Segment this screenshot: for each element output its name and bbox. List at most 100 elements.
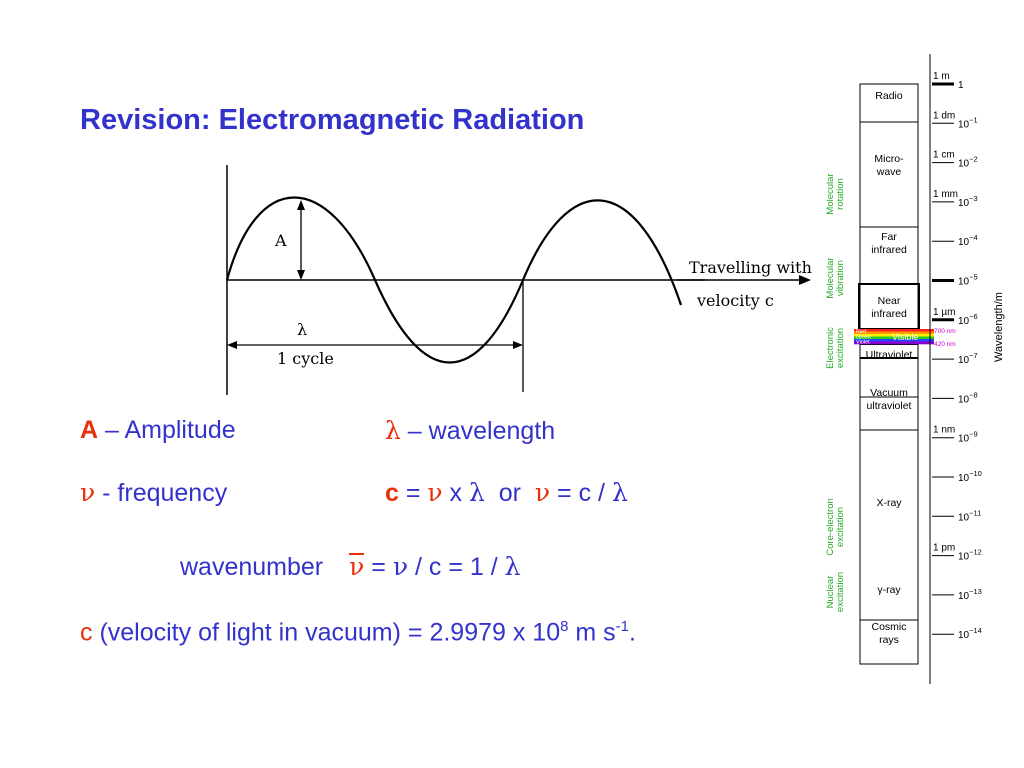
region-label: Cosmic — [871, 621, 906, 633]
region-label: rays — [879, 634, 899, 646]
axis-tick-label: 10−2 — [958, 155, 978, 170]
cycle-label: 1 cycle — [277, 349, 334, 368]
region-label: infrared — [871, 308, 907, 320]
transition-line-1: Electronic — [825, 327, 836, 369]
relation-lambda-1: λ — [469, 478, 485, 507]
axis-title: Wavelength/m — [993, 292, 1005, 362]
axis-tick-label: 10−4 — [958, 233, 978, 248]
visible-green-label: Green — [856, 335, 871, 341]
amplitude-arrowhead-bottom — [297, 270, 305, 280]
nm-700-label: 700 nm — [934, 328, 956, 335]
relation-text-3: = c / — [550, 479, 612, 507]
transition-line-2: vibration — [835, 260, 846, 296]
axis-tick-label: 10−7 — [958, 351, 978, 366]
speed-exponent: 8 — [560, 618, 569, 635]
amplitude-symbol: A — [80, 416, 99, 444]
wavenumber-definition: wavenumber ν = ν / c = 1 / λ — [180, 552, 520, 582]
spectrum-regions: RadioMicro-waveFarinfraredNearinfraredUl… — [858, 83, 920, 665]
transition-line-1: Core-electron — [825, 498, 836, 556]
wavelength-text: – wavelength — [400, 417, 556, 445]
velocity-arrowhead — [799, 275, 811, 285]
visible-band-stripe — [854, 329, 934, 332]
sine-wave — [225, 196, 683, 364]
speed-text: (velocity of light in vacuum) = 2.9979 x… — [92, 618, 561, 647]
wavenumber-lambda: λ — [504, 552, 521, 581]
wavenumber-nu: ν — [392, 552, 409, 581]
wavenumber-text-1: = — [364, 553, 393, 581]
wave-diagram: A λ 1 cycle Travelling with velocity c — [225, 165, 812, 395]
region-label: Far — [881, 231, 897, 243]
transition-line-2: rotation — [835, 178, 846, 210]
axis-tick-label: 10−1 — [958, 115, 978, 130]
speed-c: c — [80, 618, 93, 647]
unit-label: 1 cm — [933, 150, 955, 161]
nm-420-label: 420 nm — [934, 341, 956, 348]
transition-line-2: excitation — [835, 507, 846, 547]
region-label: infrared — [871, 244, 907, 256]
region-label: γ-ray — [877, 584, 901, 596]
velocity-label: velocity c — [696, 291, 774, 310]
axis-title-text: Wavelength/m — [993, 292, 1005, 362]
unit-label: 1 dm — [933, 110, 955, 121]
speed-unit: m s — [568, 618, 616, 647]
transition-line-1: Nuclear — [825, 576, 836, 609]
relation-text-1: = — [398, 479, 428, 507]
axis-tick-label: 10−12 — [958, 548, 982, 563]
visible-band-stripe — [854, 331, 934, 335]
visible-band-stripe — [854, 334, 934, 337]
axis-tick-label: 1 — [958, 80, 964, 91]
axis-tick-label: 10−9 — [958, 430, 978, 445]
travelling-label: Travelling with — [689, 258, 812, 277]
axis-tick-label: 10−13 — [958, 587, 982, 602]
slide-title: Revision: Electromagnetic Radiation — [80, 104, 585, 136]
region-label: Vacuum — [870, 387, 908, 399]
unit-label: 1 pm — [933, 543, 955, 554]
wave-relation: c = ν x λ or ν = c / λ — [385, 478, 628, 508]
relation-or: or — [484, 479, 535, 507]
amplitude-arrowhead-top — [297, 200, 305, 210]
region-label: Radio — [875, 90, 903, 102]
relation-nu-2: ν — [534, 478, 551, 507]
frequency-text: - frequency — [95, 479, 228, 507]
region-label: wave — [876, 166, 902, 178]
relation-nu-1: ν — [427, 478, 443, 507]
unit-label: 1 nm — [933, 425, 955, 436]
axis-tick-label: 10−11 — [958, 508, 981, 523]
region-label: Micro- — [874, 153, 904, 165]
speed-end: . — [629, 618, 636, 647]
speed-of-light: c (velocity of light in vacuum) = 2.9979… — [80, 618, 636, 647]
transition-line-1: Molecular — [825, 173, 836, 214]
region-label: X-ray — [876, 497, 902, 509]
wavenumber-word: wavenumber — [180, 553, 324, 581]
unit-label: 1 m — [933, 71, 950, 82]
visible-band-stripe — [854, 339, 934, 342]
frequency-definition: ν - frequency — [80, 478, 227, 508]
region-label: Ultraviolet — [866, 349, 913, 361]
unit-label: 1 µm — [933, 307, 955, 318]
cycle-arrowhead-left — [227, 341, 237, 349]
amplitude-text: – Amplitude — [98, 416, 236, 444]
relation-lambda-2: λ — [611, 478, 628, 507]
cycle-arrowhead-right — [513, 341, 523, 349]
frequency-symbol: ν — [80, 478, 96, 507]
axis-tick-label: 10−3 — [958, 194, 978, 209]
speed-unit-exponent: -1 — [615, 618, 630, 635]
visible-band-stripe — [854, 336, 934, 340]
relation-text-2: x — [442, 479, 470, 507]
wavenumber-symbol: ν — [349, 552, 365, 581]
region-label: ultraviolet — [867, 400, 912, 412]
axis-tick-label: 10−10 — [958, 469, 982, 484]
transition-line-1: Molecular — [825, 257, 836, 298]
wavenumber-text-2: / c = 1 / — [408, 553, 505, 581]
axis-tick-label: 10−5 — [958, 273, 978, 288]
axis-tick-label: 10−14 — [958, 626, 982, 641]
amplitude-label: A — [274, 231, 287, 250]
em-spectrum-chart: RadioMicro-waveFarinfraredNearinfraredUl… — [825, 54, 1005, 684]
